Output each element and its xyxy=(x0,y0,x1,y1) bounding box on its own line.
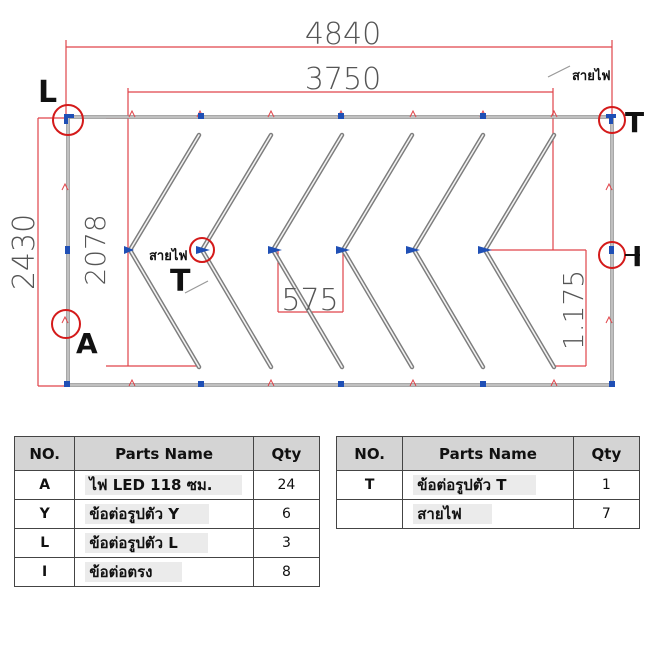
dim-side: 1.175 xyxy=(557,270,590,350)
callout-t-inner-label: T xyxy=(170,264,191,299)
header-no: NO. xyxy=(13,436,76,471)
chevron-tube xyxy=(411,132,486,370)
wire-marks xyxy=(184,65,571,294)
chevron-tube xyxy=(342,134,413,368)
chevron-tube xyxy=(340,132,415,370)
row-qty: 1 xyxy=(572,470,641,500)
callout-t-corner-label: T xyxy=(625,106,644,139)
row-part-name: สายไฟ xyxy=(413,504,492,524)
dim-overall-height: 2430 xyxy=(7,214,42,290)
row-no: I xyxy=(13,557,76,587)
row-part-name: ไฟ LED 118 ซม. xyxy=(85,475,243,495)
layout-diagram: 4840 3750 2430 2078 575 1.175 L T I T A … xyxy=(7,17,644,387)
chevron-tube xyxy=(482,132,557,370)
table-row: T ข้อต่อรูปตัว T 1 xyxy=(335,470,641,500)
chevron-tube xyxy=(413,134,484,368)
row-qty: 24 xyxy=(252,470,321,500)
dim-gap: 575 xyxy=(281,283,338,318)
row-qty: 8 xyxy=(252,557,321,587)
wire-label-top: สายไฟ xyxy=(572,67,611,84)
dim-inner-height: 2078 xyxy=(79,214,112,285)
row-part-name: ข้อต่อรูปตัว T xyxy=(413,475,537,495)
row-no: A xyxy=(13,470,76,500)
connectors xyxy=(64,113,616,387)
row-qty: 7 xyxy=(572,499,641,529)
callout-a-label: A xyxy=(76,327,98,360)
row-no: L xyxy=(13,528,76,558)
header-qty: Qty xyxy=(572,436,641,471)
callout-circles xyxy=(51,104,626,339)
wire-label-mid: สายไฟ xyxy=(149,247,188,264)
row-no: T xyxy=(335,470,404,500)
table-row: สายไฟ 7 xyxy=(335,499,641,529)
table-row: Y ข้อต่อรูปตัว Y 6 xyxy=(13,499,321,529)
chevron-tube xyxy=(201,134,272,368)
chevron-tube xyxy=(484,134,555,368)
row-qty: 6 xyxy=(252,499,321,529)
callout-l-label: L xyxy=(38,75,57,110)
header-no: NO. xyxy=(335,436,404,471)
parts-table-left: NO. Parts Name Qty A ไฟ LED 118 ซม. 24 Y… xyxy=(13,436,321,587)
chevron-tube xyxy=(270,132,345,370)
header-parts-name: Parts Name xyxy=(74,436,254,471)
dim-overall-width: 4840 xyxy=(305,17,381,52)
chevron-tube xyxy=(199,132,274,370)
callout-i-label: I xyxy=(632,240,642,273)
row-part-name: ข้อต่อรูปตัว Y xyxy=(85,504,210,524)
header-parts-name: Parts Name xyxy=(402,436,574,471)
table-row: L ข้อต่อรูปตัว L 3 xyxy=(13,528,321,558)
dim-inner-width: 3750 xyxy=(305,62,381,97)
parts-table-right: NO. Parts Name Qty T ข้อต่อรูปตัว T 1 สา… xyxy=(335,436,641,529)
header-qty: Qty xyxy=(252,436,321,471)
row-qty: 3 xyxy=(252,528,321,558)
row-no: Y xyxy=(13,499,76,529)
row-part-name: ข้อต่อรูปตัว L xyxy=(85,533,208,553)
row-part-name: ข้อต่อตรง xyxy=(85,562,183,582)
chevron-tube xyxy=(272,134,343,368)
table-row: A ไฟ LED 118 ซม. 24 xyxy=(13,470,321,500)
table-row: I ข้อต่อตรง 8 xyxy=(13,557,321,587)
row-no xyxy=(335,499,404,529)
